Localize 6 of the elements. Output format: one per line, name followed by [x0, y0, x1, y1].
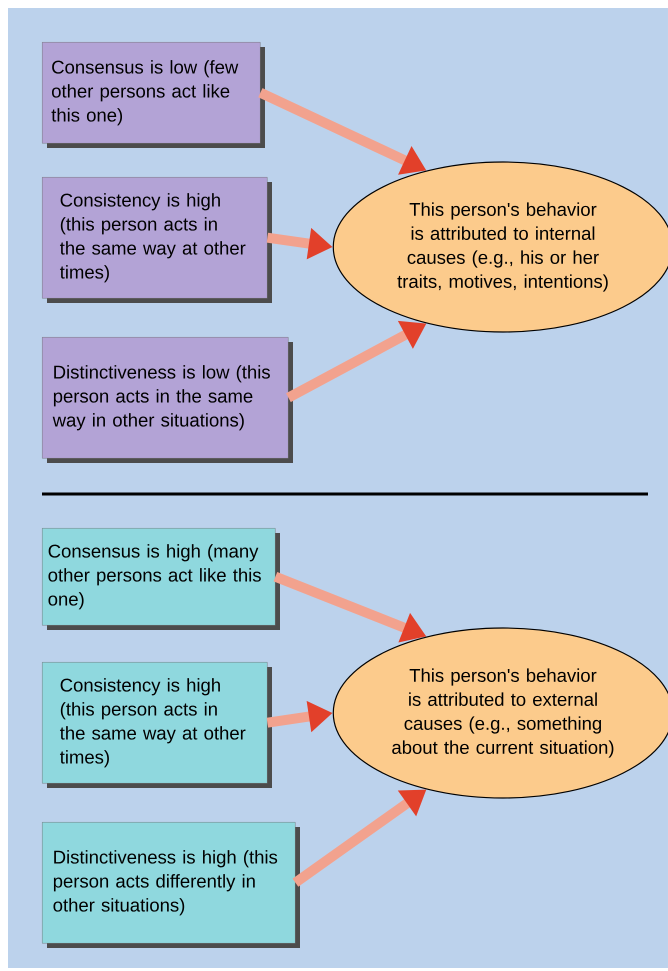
condition-box: Consistency is high (this person acts in the same way at other times) — [42, 662, 272, 788]
condition-box: Distinctiveness is high (this person acts differently in other situations) — [42, 822, 300, 948]
condition-box: Consensus is low (few other persons act like this one) — [42, 42, 265, 148]
condition-box: Consistency is high (this person acts in the same way at other times) — [42, 177, 272, 303]
condition-box: Consensus is high (many other persons act like this one) — [42, 528, 280, 630]
condition-box: Distinctiveness is low (this person acts in the same way in other situations) — [42, 337, 293, 463]
